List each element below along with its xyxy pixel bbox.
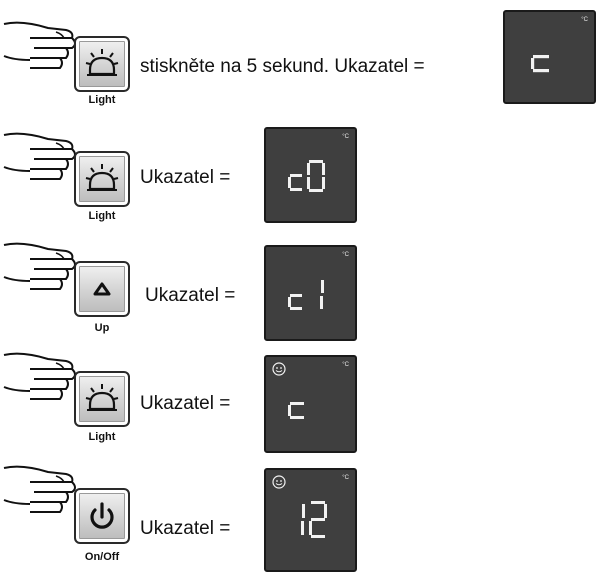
display-readout-12 bbox=[301, 501, 327, 538]
step-4: Light Ukazatel = °C bbox=[0, 345, 600, 460]
light-button-label: Light bbox=[88, 210, 116, 222]
up-arrow-icon bbox=[93, 282, 111, 296]
unit-label: °C bbox=[342, 252, 349, 258]
step-4-instruction: Ukazatel = bbox=[140, 393, 231, 414]
step-2: Light Ukazatel = °C bbox=[0, 125, 600, 235]
light-icon bbox=[85, 164, 119, 191]
display-readout-c0 bbox=[288, 160, 325, 192]
light-button[interactable] bbox=[74, 36, 130, 92]
up-button[interactable] bbox=[74, 261, 130, 317]
hand-press-icon bbox=[3, 21, 76, 69]
temperature-display: °C bbox=[503, 10, 596, 104]
hand-press-icon bbox=[3, 242, 76, 290]
smiley-icon bbox=[272, 362, 286, 376]
on-off-button-label: On/Off bbox=[84, 551, 120, 563]
light-icon bbox=[85, 49, 119, 76]
unit-label: °C bbox=[581, 17, 588, 23]
display-readout-c bbox=[531, 55, 549, 73]
temperature-display: °C bbox=[264, 245, 357, 341]
temperature-display: °C bbox=[264, 127, 357, 223]
display-readout-c1 bbox=[288, 280, 324, 310]
smiley-icon bbox=[272, 475, 286, 489]
up-button-label: Up bbox=[94, 322, 110, 334]
unit-label: °C bbox=[342, 475, 349, 481]
step-5: On/Off Ukazatel = °C bbox=[0, 458, 600, 578]
power-icon bbox=[90, 502, 114, 529]
light-button[interactable] bbox=[74, 371, 130, 427]
light-button-label: Light bbox=[88, 94, 116, 106]
step-1-instruction: stiskněte na 5 sekund. Ukazatel = bbox=[140, 56, 425, 77]
unit-label: °C bbox=[342, 134, 349, 140]
display-readout-c bbox=[288, 402, 304, 419]
step-5-instruction: Ukazatel = bbox=[140, 518, 231, 539]
temperature-display: °C bbox=[264, 468, 357, 572]
temperature-display: °C bbox=[264, 355, 357, 453]
hand-press-icon bbox=[3, 465, 76, 513]
step-3-instruction: Ukazatel = bbox=[145, 285, 236, 306]
step-3: Up Ukazatel = °C bbox=[0, 235, 600, 345]
on-off-button[interactable] bbox=[74, 488, 130, 544]
step-1: Light stiskněte na 5 sekund. Ukazatel = … bbox=[0, 0, 600, 115]
hand-press-icon bbox=[3, 352, 76, 400]
light-button[interactable] bbox=[74, 151, 130, 207]
unit-label: °C bbox=[342, 362, 349, 368]
step-2-instruction: Ukazatel = bbox=[140, 167, 231, 188]
light-button-label: Light bbox=[88, 431, 116, 443]
light-icon bbox=[85, 384, 119, 411]
